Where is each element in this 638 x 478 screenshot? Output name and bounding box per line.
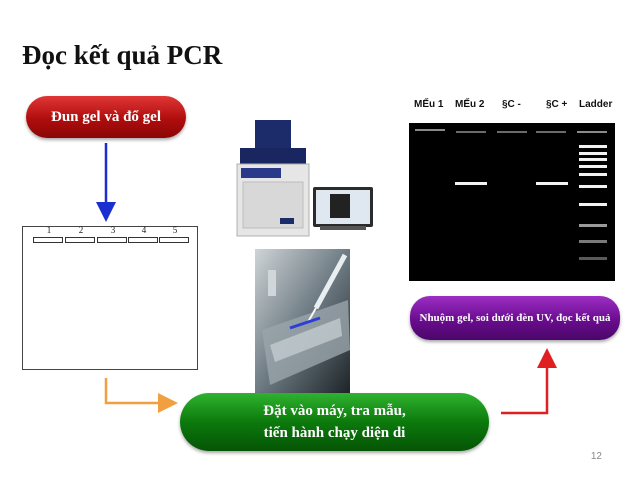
arrow-orange [104, 378, 178, 413]
sample-2-band [455, 182, 487, 185]
ladder-band [579, 173, 607, 176]
gel-well [65, 237, 95, 243]
gel-well [97, 237, 127, 243]
step2-line1: Đặt vào máy, tra mẫu, [263, 403, 406, 419]
slide-title: Đọc kết quả PCR [22, 40, 223, 70]
gel-diagram: 1 2 3 4 5 [22, 225, 198, 370]
gel-well [159, 237, 189, 243]
lane-label-negative-control: §C - [502, 99, 521, 110]
gel-result-image [409, 123, 615, 281]
step-stain-uv-read: Nhuộm gel, soi dưới đèn UV, đọc kết quả [410, 296, 620, 340]
well-band [497, 131, 527, 133]
ladder-band [579, 158, 607, 161]
well-band [577, 131, 607, 133]
lane-label-ladder: Ladder [579, 99, 613, 110]
well-label: 2 [78, 225, 84, 235]
ladder-band [579, 145, 607, 148]
ladder-band [579, 203, 607, 206]
positive-control-band [536, 182, 568, 185]
ladder-band [579, 185, 607, 188]
gel-well [33, 237, 63, 243]
ladder-band [579, 240, 607, 243]
lane-label-sample-2: MẾu 2 [455, 99, 485, 110]
well-band [536, 131, 566, 133]
lane-label-sample-1: MẾu 1 [414, 99, 444, 110]
step-load-run-electrophoresis: Đặt vào máy, tra mẫu, tiến hành chạy diệ… [180, 393, 489, 451]
ladder-band [579, 152, 607, 155]
arrow-red [501, 348, 557, 415]
well-band [456, 131, 486, 133]
ladder-band [579, 224, 607, 227]
lane-label-positive-control: §C + [546, 99, 568, 110]
ladder-band [579, 257, 607, 260]
well-label: 4 [141, 225, 147, 235]
well-label: 3 [110, 225, 116, 235]
ladder-band [579, 165, 607, 168]
well-band [415, 129, 445, 131]
step-heat-pour-gel: Đun gel và đổ gel [26, 96, 186, 138]
well-label: 1 [46, 225, 52, 235]
page-number: 12 [590, 451, 602, 462]
well-label: 5 [172, 225, 178, 235]
gel-well [128, 237, 158, 243]
step2-line2: tiến hành chạy diện di [263, 425, 406, 441]
